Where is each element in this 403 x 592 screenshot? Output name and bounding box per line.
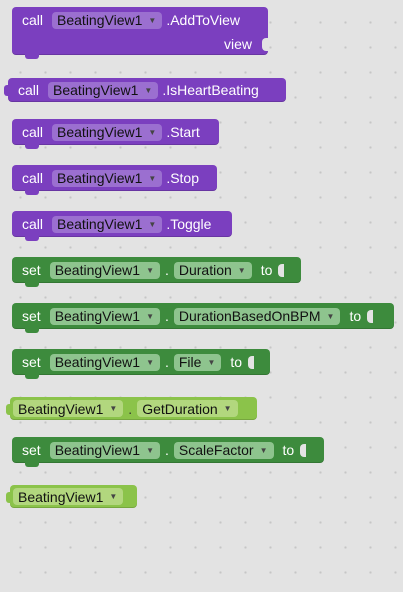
call-keyword: call — [22, 170, 44, 186]
method-name: .Start — [166, 124, 200, 140]
call-stop-block[interactable]: call BeatingView1▼ .Stop — [12, 165, 217, 195]
triangle-down-icon: ▼ — [146, 357, 154, 367]
component-dropdown[interactable]: BeatingView1▼ — [52, 123, 163, 141]
input-socket[interactable] — [300, 443, 307, 457]
call-isheartbeating-block[interactable]: call BeatingView1▼ .IsHeartBeating — [4, 78, 286, 102]
component-dropdown[interactable]: BeatingView1▼ — [13, 400, 124, 417]
set-keyword: set — [22, 308, 41, 324]
call-toggle-block[interactable]: call BeatingView1▼ .Toggle — [12, 211, 232, 241]
call-start-block[interactable]: call BeatingView1▼ .Start — [12, 119, 219, 149]
set-keyword: set — [22, 262, 41, 278]
to-keyword: to — [260, 262, 273, 278]
call-addtoview-block[interactable]: call BeatingView1▼ .AddToView view — [12, 7, 268, 59]
dot-separator: . — [164, 308, 169, 324]
triangle-down-icon: ▼ — [144, 85, 153, 95]
triangle-down-icon: ▼ — [109, 404, 118, 413]
set-keyword: set — [22, 354, 41, 370]
input-socket[interactable] — [367, 309, 374, 323]
triangle-down-icon: ▼ — [148, 15, 157, 25]
to-keyword: to — [230, 354, 243, 370]
call-keyword: call — [22, 216, 44, 232]
dot-separator: . — [164, 442, 169, 458]
dot-separator: . — [128, 400, 133, 417]
component-dropdown[interactable]: BeatingView1▼ — [49, 353, 160, 371]
triangle-down-icon: ▼ — [237, 265, 246, 275]
component-dropdown[interactable]: BeatingView1▼ — [52, 215, 163, 233]
set-durationbasedonbpm-block[interactable]: set BeatingView1▼ . DurationBasedOnBPM▼ … — [12, 303, 394, 333]
method-name: .AddToView — [166, 12, 240, 28]
input-socket[interactable] — [248, 355, 255, 369]
param-label-view: view — [223, 36, 252, 52]
component-dropdown[interactable]: BeatingView1▼ — [52, 11, 163, 29]
call-keyword: call — [22, 12, 44, 28]
input-socket[interactable] — [262, 37, 268, 51]
triangle-down-icon: ▼ — [223, 404, 232, 413]
method-name: .Stop — [166, 170, 200, 186]
component-block[interactable]: BeatingView1▼ — [6, 485, 137, 508]
component-dropdown[interactable]: BeatingView1▼ — [13, 488, 124, 505]
set-scalefactor-block[interactable]: set BeatingView1▼ . ScaleFactor▼ to — [12, 437, 324, 467]
call-keyword: call — [22, 124, 44, 140]
triangle-down-icon: ▼ — [146, 311, 154, 321]
set-file-block[interactable]: set BeatingView1▼ . File▼ to — [12, 349, 270, 379]
input-socket[interactable] — [278, 263, 285, 277]
method-name: .Toggle — [166, 216, 212, 232]
getter-dropdown[interactable]: GetDuration▼ — [137, 400, 238, 417]
component-dropdown[interactable]: BeatingView1▼ — [52, 169, 163, 187]
set-duration-block[interactable]: set BeatingView1▼ . Duration▼ to — [12, 257, 301, 287]
property-dropdown[interactable]: File▼ — [173, 353, 222, 371]
triangle-down-icon: ▼ — [148, 173, 157, 183]
dot-separator: . — [164, 262, 169, 278]
to-keyword: to — [282, 442, 295, 458]
get-duration-block[interactable]: BeatingView1▼ . GetDuration▼ — [6, 397, 257, 420]
set-keyword: set — [22, 442, 41, 458]
property-dropdown[interactable]: ScaleFactor▼ — [173, 441, 274, 459]
property-dropdown[interactable]: Duration▼ — [173, 261, 252, 279]
triangle-down-icon: ▼ — [259, 445, 268, 455]
triangle-down-icon: ▼ — [146, 445, 154, 455]
component-dropdown[interactable]: BeatingView1▼ — [49, 441, 160, 459]
dot-separator: . — [164, 354, 169, 370]
triangle-down-icon: ▼ — [326, 311, 335, 321]
component-dropdown[interactable]: BeatingView1▼ — [49, 307, 160, 325]
call-keyword: call — [18, 82, 40, 98]
property-dropdown[interactable]: DurationBasedOnBPM▼ — [173, 307, 341, 325]
triangle-down-icon: ▼ — [148, 219, 157, 229]
triangle-down-icon: ▼ — [148, 127, 157, 137]
component-dropdown[interactable]: BeatingView1▼ — [49, 261, 160, 279]
triangle-down-icon: ▼ — [207, 357, 216, 367]
triangle-down-icon: ▼ — [146, 265, 154, 275]
triangle-down-icon: ▼ — [109, 492, 118, 501]
method-name: .IsHeartBeating — [162, 82, 259, 98]
to-keyword: to — [349, 308, 362, 324]
component-dropdown[interactable]: BeatingView1▼ — [48, 81, 159, 99]
